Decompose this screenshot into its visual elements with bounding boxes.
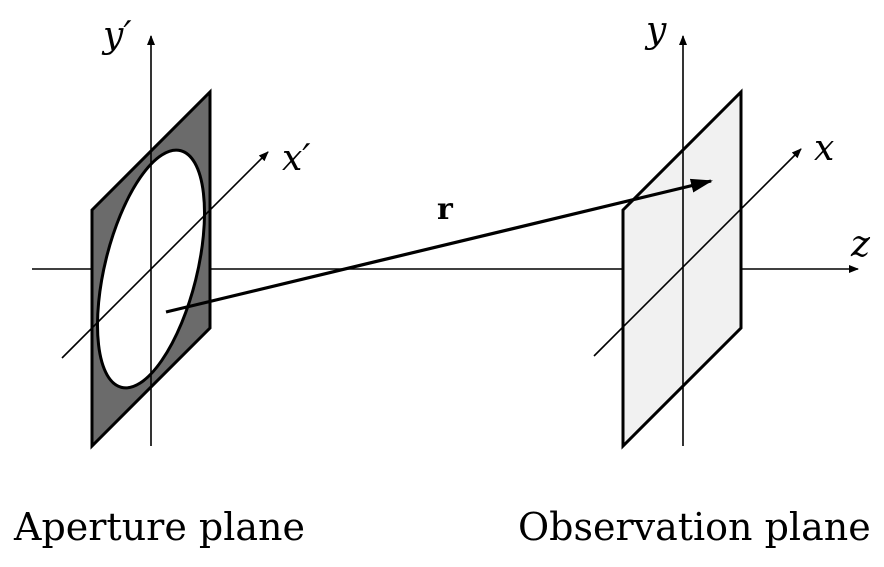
observation-plane (593, 35, 802, 450)
z-axis-label: z (850, 224, 871, 265)
observation-x-label: x (814, 128, 834, 169)
aperture-plane-caption: Aperture plane (14, 505, 305, 549)
observation-x-axis (593, 148, 802, 357)
aperture-plane (61, 35, 269, 450)
aperture-x-axis (61, 151, 269, 359)
aperture-x-label: x′ (282, 138, 310, 179)
observation-y-label: y (644, 10, 667, 51)
r-vector-label: r (437, 192, 454, 227)
aperture-y-label: y′ (101, 15, 132, 56)
r-vector-arrow (165, 178, 713, 314)
observation-plane-caption: Observation plane (518, 505, 871, 549)
